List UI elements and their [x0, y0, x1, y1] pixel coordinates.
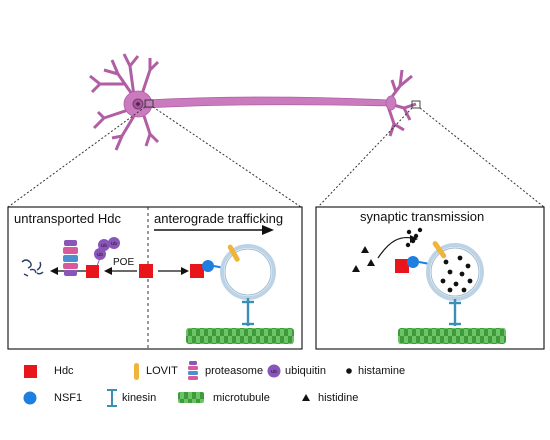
- ubiquitin-label-3: Ub: [111, 241, 117, 246]
- synaptic-vesicle: [426, 243, 484, 301]
- synaptic-vesicle-inner-membrane: [430, 247, 480, 297]
- zoom-lines: [7, 106, 545, 208]
- synaptic-transmission-title: synaptic transmission: [360, 209, 484, 224]
- legend-lovit-icon: [134, 363, 139, 380]
- hdc-bound: [190, 264, 204, 278]
- legend-histidine-label: histidine: [318, 392, 359, 404]
- histamine-released: [405, 227, 423, 248]
- trafficking-arrowhead: [262, 225, 274, 235]
- nucleolus: [136, 102, 140, 106]
- vesicle: [220, 244, 276, 300]
- histidine-molecules: [352, 246, 375, 272]
- legend-nsf1-label: NSF1: [54, 392, 83, 404]
- legend-hdc-icon: [24, 365, 37, 378]
- zoom-box-soma: [144, 99, 154, 108]
- legend-ubiquitin-label: ubiquitin: [285, 365, 326, 377]
- legend-kinesin-icon: [107, 389, 117, 407]
- ubiquitin-label-1: Ub: [97, 252, 103, 257]
- legend-lovit-label: LOVIT: [146, 365, 178, 377]
- legend-histamine-label: histamine: [358, 365, 406, 377]
- microtubule-left: [186, 328, 294, 344]
- legend-microtubule-icon: [178, 392, 204, 403]
- lovit-synaptic: [432, 241, 447, 259]
- poe-label: POE: [113, 257, 134, 268]
- loading-arrowhead: [181, 267, 189, 275]
- nsf1-bound: [202, 260, 214, 272]
- degradation-arrowhead: [50, 267, 58, 275]
- legend-ubiquitin-icon-label: Ub: [271, 369, 277, 374]
- untransported-hdc-title: untransported Hdc: [14, 211, 121, 226]
- histamine-vesicular: [440, 255, 473, 293]
- ubiquitinated-hdc: [86, 265, 99, 278]
- anterograde-trafficking-title: anterograde trafficking: [154, 211, 283, 226]
- legend-proteasome-icon: [188, 361, 198, 380]
- legend-ubiquitin-icon: [267, 364, 281, 378]
- vesicle-inner-membrane: [224, 248, 272, 296]
- legend-microtubule-label: microtubule: [213, 392, 270, 404]
- zoom-box-terminal: [411, 100, 421, 109]
- ubiquitin-label-2: Ub: [101, 243, 107, 248]
- ubiquitin-chain: [94, 237, 120, 260]
- hdc-synaptic: [395, 259, 409, 273]
- kinesin-right: [449, 299, 461, 326]
- histidine-conversion-arrow: [377, 236, 413, 259]
- proteasome: [63, 240, 78, 276]
- legend-histidine-icon: [302, 394, 310, 401]
- degraded-protein-fragments: [21, 259, 44, 277]
- legend-nsf1-icon: [23, 391, 37, 405]
- legend-hdc-label: Hdc: [54, 365, 74, 377]
- lovit: [227, 244, 240, 262]
- kinesin-left: [242, 298, 254, 326]
- nsf1-synaptic: [407, 256, 419, 268]
- legend-proteasome-label: proteasome: [205, 365, 264, 377]
- neuron: [89, 53, 417, 151]
- legend-histamine-icon: [346, 368, 352, 374]
- legend-kinesin-label: kinesin: [122, 392, 157, 404]
- microtubule-right: [398, 328, 506, 344]
- poe-arrowhead: [104, 267, 112, 275]
- hdc-cytosolic: [139, 264, 153, 278]
